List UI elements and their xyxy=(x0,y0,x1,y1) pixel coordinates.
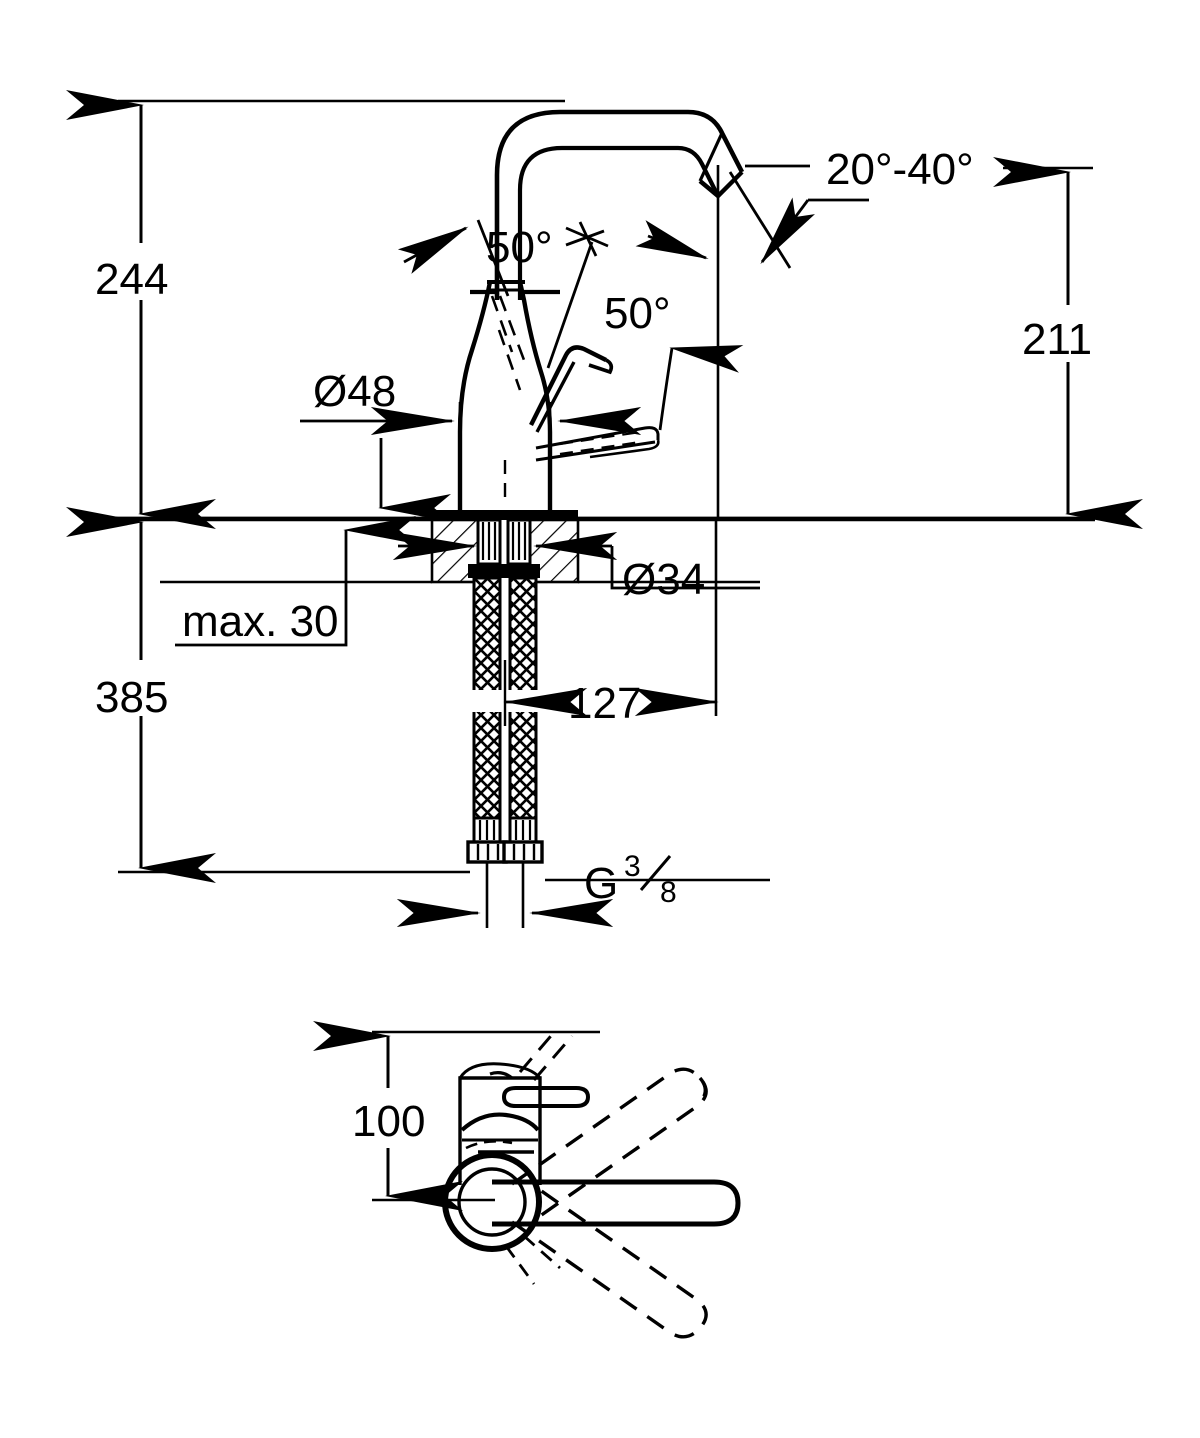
angle-20-40-leaders xyxy=(635,164,869,269)
plan-body-cap xyxy=(460,1112,540,1132)
plan-spout-solid xyxy=(492,1179,741,1227)
label-385: 385 xyxy=(95,673,168,722)
label-thread-numerator: 3 xyxy=(624,850,641,883)
lever-ghost-lines xyxy=(490,295,526,391)
label-angle-50-lower: 50° xyxy=(604,289,671,338)
dimension-127 xyxy=(503,518,719,716)
lever-handle-raised-underside xyxy=(535,361,576,433)
label-d48: Ø48 xyxy=(313,367,396,416)
label-100: 100 xyxy=(352,1097,425,1146)
plan-swivel-arcs xyxy=(504,1234,561,1285)
plan-spout-dashed-upper xyxy=(511,1067,708,1218)
label-thread-prefix: G xyxy=(584,859,618,908)
lever-knob-horizontal xyxy=(589,439,660,459)
flexible-hose-left xyxy=(466,576,508,928)
dimension-d48 xyxy=(300,402,642,522)
lever-knob-raised xyxy=(588,358,614,375)
dimension-211 xyxy=(993,157,1143,529)
label-127: 127 xyxy=(568,679,641,728)
mounting-nut xyxy=(468,564,540,578)
spout-outer-profile xyxy=(494,109,745,300)
dimension-thread xyxy=(396,878,770,927)
escutcheon-plate xyxy=(432,510,578,520)
spout-inner-profile xyxy=(517,145,720,300)
plan-base-circle xyxy=(442,1152,542,1252)
dimension-d34 xyxy=(392,532,760,590)
angle-50-lower xyxy=(658,345,744,431)
label-angle-50-upper: 50° xyxy=(486,223,553,272)
front-elevation-view xyxy=(66,90,1143,928)
label-thread-denominator: 8 xyxy=(660,876,677,909)
plan-body-block xyxy=(458,1076,542,1185)
dimension-max-30 xyxy=(175,516,416,647)
top-plan-view xyxy=(313,1021,741,1339)
plan-base-inner-circle xyxy=(457,1167,527,1237)
flexible-hose-right xyxy=(502,576,544,928)
label-211: 211 xyxy=(1022,315,1092,364)
plan-lever-solid xyxy=(489,1071,591,1108)
label-thread-g38: G 3 8 xyxy=(584,850,677,909)
faucet-body-left-silhouette xyxy=(457,281,493,510)
dimension-labels: 244 385 211 Ø48 Ø34 max. 30 127 100 50° … xyxy=(95,145,1092,1146)
thread-fraction-slash xyxy=(639,855,672,891)
label-244: 244 xyxy=(95,255,168,304)
angle-50-upper xyxy=(397,219,609,369)
plan-body-top-ellipse xyxy=(458,1062,542,1080)
plan-spout-dashed-lower xyxy=(511,1188,708,1339)
label-angle-20-40: 20°-40° xyxy=(826,145,974,194)
lever-handle-horizontal-lower xyxy=(535,440,656,462)
spout-outlet-inner-edge xyxy=(698,132,724,182)
plan-lever-dashed-up xyxy=(518,1029,574,1081)
countertop-section xyxy=(115,518,1095,584)
threaded-shank xyxy=(468,518,540,578)
lever-handle-horizontal xyxy=(535,426,660,450)
label-max-30: max. 30 xyxy=(182,597,339,646)
label-d34: Ø34 xyxy=(622,555,705,604)
lever-handle-raised xyxy=(529,345,607,426)
